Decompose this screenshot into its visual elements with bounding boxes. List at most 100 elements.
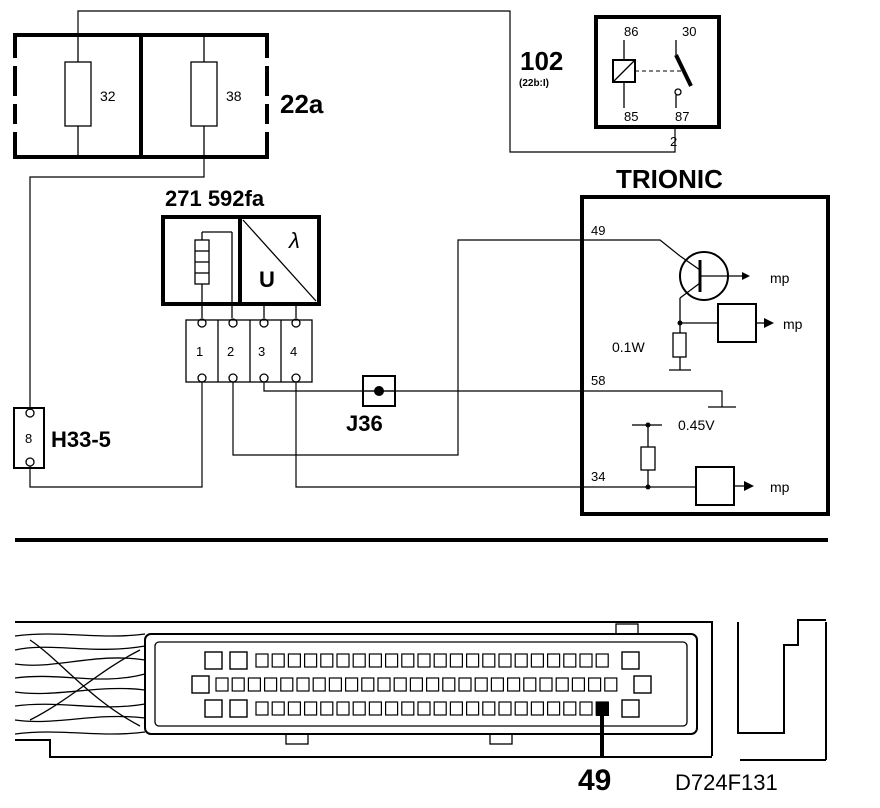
connector-pin-8: 8 <box>25 431 32 446</box>
ecu-pin <box>587 677 602 692</box>
ecu-pin <box>563 701 577 716</box>
ecu-pin <box>539 677 553 692</box>
sensor-pin-4: 4 <box>290 344 297 359</box>
ecu-pin <box>579 653 593 668</box>
ecu-pin <box>482 653 496 668</box>
trionic-title: TRIONIC <box>616 164 723 194</box>
wire-pin2-to-trionic-49 <box>232 239 681 456</box>
ecu-pin <box>595 653 609 668</box>
ecu-pin <box>385 653 399 668</box>
ecu-pin <box>474 677 488 692</box>
buffer-2 <box>695 466 735 506</box>
ecu-pin <box>523 677 537 692</box>
ecu-pin <box>271 653 285 668</box>
ecu-pin <box>498 653 512 668</box>
relay-pin-86: 86 <box>624 24 638 39</box>
relay-pin-85: 85 <box>624 109 638 124</box>
ecu-pin <box>401 701 415 716</box>
ecu-pin <box>449 701 463 716</box>
relay-pin-30: 30 <box>682 24 696 39</box>
ecu-pin <box>336 701 350 716</box>
ecu-pin-large <box>633 675 652 694</box>
figure-id: D724F131 <box>675 770 778 795</box>
ecu-pin <box>579 701 593 716</box>
ecu-pin <box>280 677 294 692</box>
resistor-0-1w <box>672 332 687 358</box>
relay-number: 102 <box>520 46 563 76</box>
ecu-pin <box>546 701 561 716</box>
ecu-pin-large <box>229 699 248 718</box>
ecu-pin <box>255 701 269 716</box>
ecu-pin <box>368 653 382 668</box>
ecu-pin <box>393 677 407 692</box>
ecu-pin-large <box>621 651 640 670</box>
ecu-pin <box>296 677 310 692</box>
lambda-symbol: λ <box>288 228 300 253</box>
mp-label-3: mp <box>770 479 790 495</box>
ecu-pin-large <box>621 699 640 718</box>
ecu-pin <box>231 677 245 692</box>
relay-output-pin: 2 <box>670 134 677 149</box>
ecu-pin <box>247 677 261 692</box>
resistor-label: 0.1W <box>612 339 645 355</box>
relay-102: 86 30 85 87 <box>594 15 721 129</box>
fuse-32 <box>64 61 92 127</box>
ecu-pin <box>507 677 521 692</box>
wire-fuse38-to-h33 <box>29 157 205 410</box>
ecu-pin-large <box>204 651 223 670</box>
ecu-connector <box>14 619 827 761</box>
sensor-pin-1: 1 <box>196 344 203 359</box>
ecu-pin-49-highlight <box>596 702 609 716</box>
voltage-label: 0.45V <box>678 417 715 433</box>
ecu-pin <box>442 677 456 692</box>
sensor-pin-3: 3 <box>258 344 265 359</box>
trionic-pin-49: 49 <box>591 223 605 238</box>
ecu-pin <box>433 653 447 668</box>
ecu-pin <box>312 677 326 692</box>
ecu-pin <box>466 701 480 716</box>
connector-h33-5: 8 <box>13 407 45 469</box>
ecu-pin <box>352 701 366 716</box>
ecu-pin <box>320 701 334 716</box>
ecu-pin-large <box>204 699 223 718</box>
ecu-pin <box>401 653 415 668</box>
lambda-sensor: λ U <box>161 215 321 318</box>
ecu-pin <box>255 653 269 668</box>
ecu-pin <box>368 701 382 716</box>
ecu-pin <box>377 677 391 692</box>
ecu-pin <box>409 677 423 692</box>
mp-label-2: mp <box>783 316 803 332</box>
ecu-pin <box>604 677 618 692</box>
ecu-pin <box>271 701 285 716</box>
ecu-pin-grid <box>191 651 652 718</box>
wire-pin4-to-trionic-34 <box>295 382 696 488</box>
connector-label: H33-5 <box>51 427 111 452</box>
ecu-pin <box>555 677 569 692</box>
ecu-pin <box>546 653 561 668</box>
ecu-pin-large <box>191 675 210 694</box>
ecu-pin <box>264 677 278 692</box>
ecu-pin <box>320 653 334 668</box>
cable-bundle <box>14 633 146 735</box>
ecu-pin <box>571 677 586 692</box>
ecu-pin <box>304 701 318 716</box>
buffer-1 <box>717 303 757 343</box>
trionic-ecu: 49 58 34 mp mp 0.1W 0.45V <box>580 195 830 516</box>
ecu-pin <box>530 701 545 716</box>
ecu-pin <box>563 653 577 668</box>
wire-pin3-to-trionic-58 <box>263 382 723 407</box>
junction-label: J36 <box>346 411 383 436</box>
ecu-pin <box>482 701 496 716</box>
bias-resistor <box>640 446 656 471</box>
ecu-pin <box>336 653 350 668</box>
trionic-pin-34: 34 <box>591 469 605 484</box>
ecu-pin <box>287 653 301 668</box>
ecu-pin <box>514 653 528 668</box>
ecu-pin <box>215 677 229 692</box>
ecu-pin <box>417 701 431 716</box>
ecu-pin <box>417 653 431 668</box>
fuse-box-label: 22a <box>280 89 324 119</box>
ecu-pin-large <box>229 651 248 670</box>
sensor-pin-2: 2 <box>227 344 234 359</box>
